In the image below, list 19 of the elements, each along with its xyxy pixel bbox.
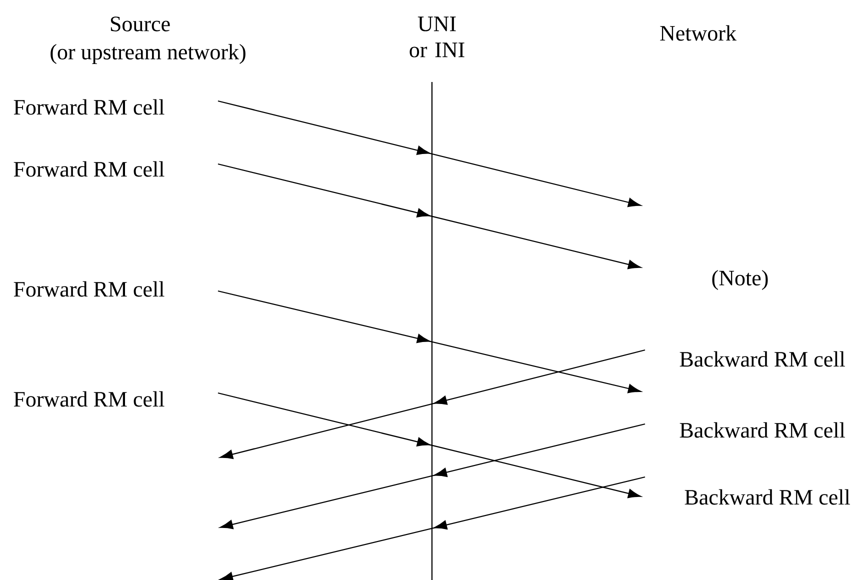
- cell-label: Forward RM cell: [14, 161, 164, 177]
- cell-label: Backward RM cell: [680, 422, 845, 438]
- cell-label: Backward RM cell: [684, 489, 850, 505]
- column-heading: UNI or INI: [410, 16, 464, 58]
- arrow: [220, 349, 646, 459]
- column-heading: Network: [660, 25, 736, 41]
- arrow: [218, 290, 642, 394]
- arrow: [220, 423, 646, 530]
- arrow: [220, 476, 646, 580]
- note-label: (Note): [712, 270, 768, 290]
- arrow: [218, 100, 642, 208]
- cell-label: Forward RM cell: [14, 99, 164, 115]
- cell-label: Forward RM cell: [14, 391, 164, 407]
- column-heading: Source: [110, 16, 170, 32]
- cell-label: Forward RM cell: [14, 281, 164, 297]
- column-heading: (or upstream network): [50, 44, 246, 64]
- arrow: [218, 392, 642, 498]
- cell-label: Backward RM cell: [680, 351, 845, 367]
- arrow: [218, 163, 642, 270]
